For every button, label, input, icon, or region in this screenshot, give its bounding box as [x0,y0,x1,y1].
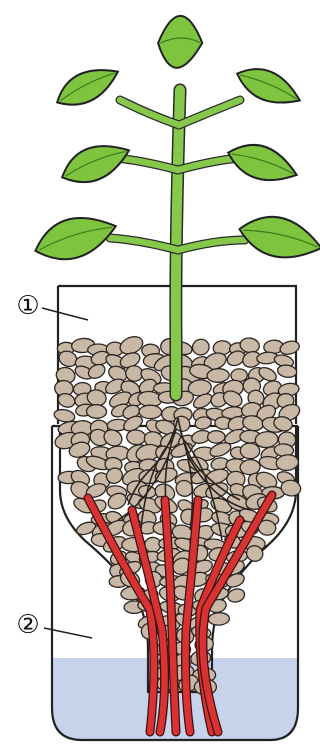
pebble [207,368,230,383]
pebble [208,612,230,625]
pebble [279,339,301,356]
leaf [156,14,204,70]
leaf [223,136,302,191]
leaf [235,208,320,267]
pebble [86,404,106,418]
callout-1-leader [42,308,88,320]
pebble [139,405,162,419]
leaf [30,208,121,267]
pebble [240,443,260,460]
pebble [207,431,225,444]
leaf [232,59,306,114]
pebble [126,429,146,445]
callout-label-2: ② [12,609,44,641]
callout-label-1: ① [12,290,44,322]
leaf [50,59,124,114]
pebble [191,337,211,357]
plant-icon [30,14,320,395]
pebble [277,364,298,379]
